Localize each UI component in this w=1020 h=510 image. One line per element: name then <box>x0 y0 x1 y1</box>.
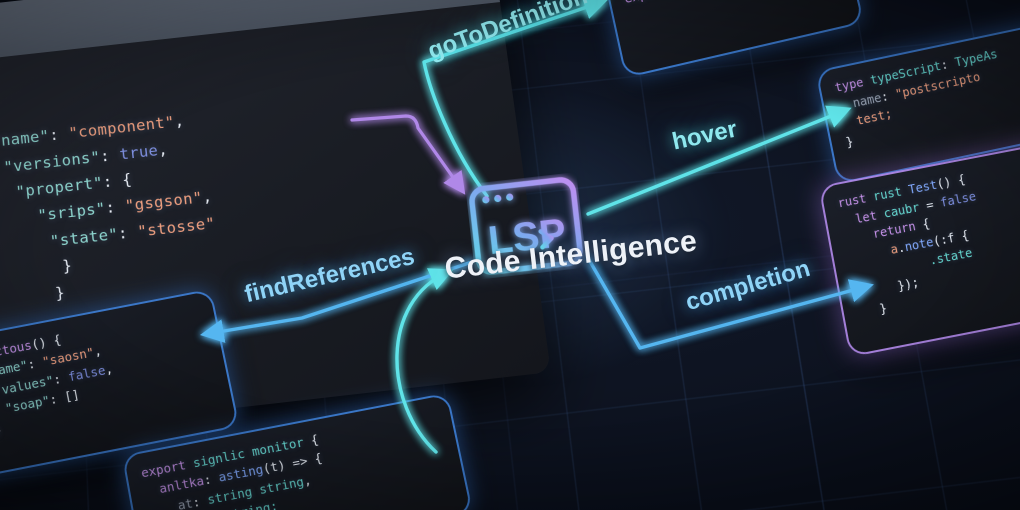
editor-code: { "name": "component", "versions": true,… <box>0 112 217 304</box>
